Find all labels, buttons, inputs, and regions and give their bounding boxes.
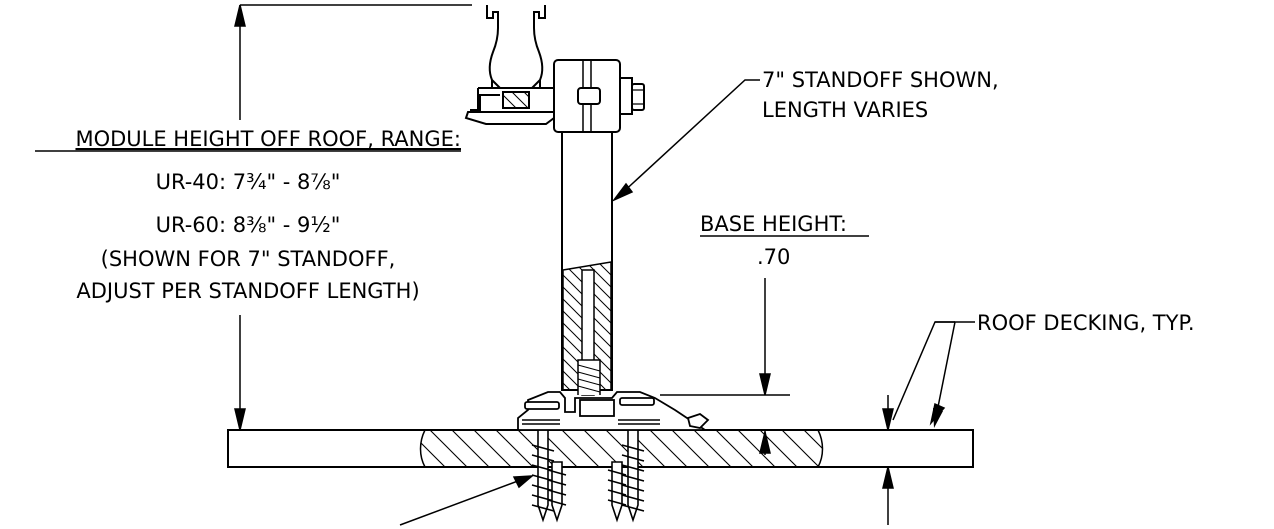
module-height-title: MODULE HEIGHT OFF ROOF, RANGE:	[75, 127, 461, 151]
base-height-value: .70	[757, 245, 790, 269]
standoff-note-line2: LENGTH VARIES	[762, 98, 928, 122]
standoff-post	[561, 119, 613, 396]
roof-decking-arrowhead	[933, 408, 943, 428]
lag-screws	[531, 429, 645, 523]
clamp-head	[553, 59, 645, 133]
deck-thickness-dimension	[882, 395, 894, 525]
roof-decking-label: ROOF DECKING, TYP.	[977, 311, 1195, 335]
rail-clip	[464, 5, 555, 125]
leader-lines	[399, 79, 955, 526]
roof-decking-leader	[934, 321, 975, 423]
ur60-range: UR-60: 8⅜" - 9½"	[156, 213, 341, 237]
ur40-range: UR-40: 7¾" - 8⅞"	[156, 170, 341, 194]
standoff-note-line1: 7" STANDOFF SHOWN,	[762, 68, 999, 92]
base-height-title: BASE HEIGHT:	[700, 212, 847, 236]
standoff-base	[517, 391, 710, 431]
shown-note-line1: (SHOWN FOR 7" STANDOFF,	[101, 247, 396, 271]
roof-decking	[227, 429, 974, 468]
base-height-dimension	[660, 278, 790, 455]
shown-note-line2: ADJUST PER STANDOFF LENGTH)	[76, 279, 419, 303]
module-height-dimension	[234, 4, 472, 431]
